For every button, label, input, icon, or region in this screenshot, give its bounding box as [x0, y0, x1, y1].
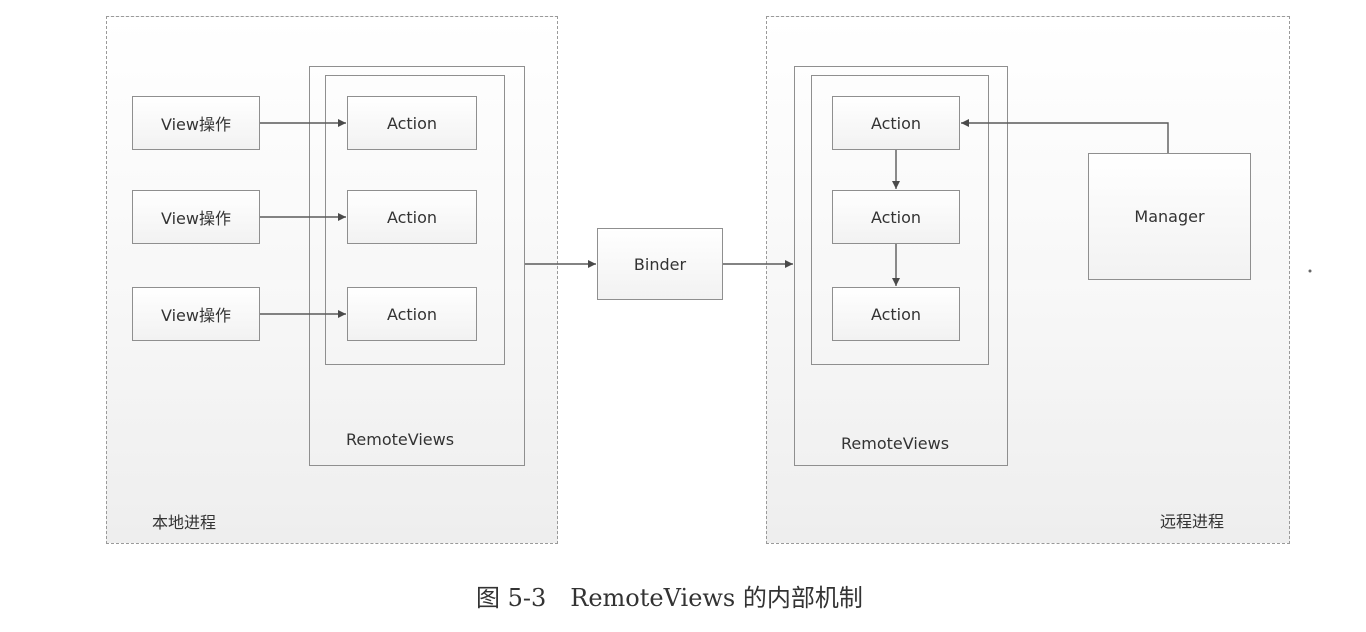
view-operation-1: View操作: [132, 96, 260, 150]
manager-box: Manager: [1088, 153, 1251, 280]
figure-caption: 图 5-3 RemoteViews 的内部机制: [476, 584, 863, 612]
local-remoteviews-inner: [325, 75, 505, 365]
remote-remoteviews-label: RemoteViews: [841, 434, 950, 453]
local-remoteviews-outer: [309, 66, 525, 466]
view-operation-3: View操作: [132, 287, 260, 341]
remote-process-label: 远程进程: [1160, 512, 1225, 531]
stray-dot: [1308, 269, 1312, 273]
remote-action-2: Action: [832, 190, 960, 244]
local-action-3: Action: [347, 287, 477, 341]
arrow-manager-to-remote-action1: [961, 119, 1169, 153]
local-action-1: Action: [347, 96, 477, 150]
local-process-label: 本地进程: [152, 513, 217, 532]
remote-action-1: Action: [832, 96, 960, 150]
local-action-2: Action: [347, 190, 477, 244]
remote-action-3: Action: [832, 287, 960, 341]
local-remoteviews-label: RemoteViews: [346, 430, 455, 449]
remote-remoteviews-outer: [794, 66, 1008, 466]
view-operation-2: View操作: [132, 190, 260, 244]
remote-remoteviews-inner: [811, 75, 989, 365]
binder-box: Binder: [597, 228, 723, 300]
